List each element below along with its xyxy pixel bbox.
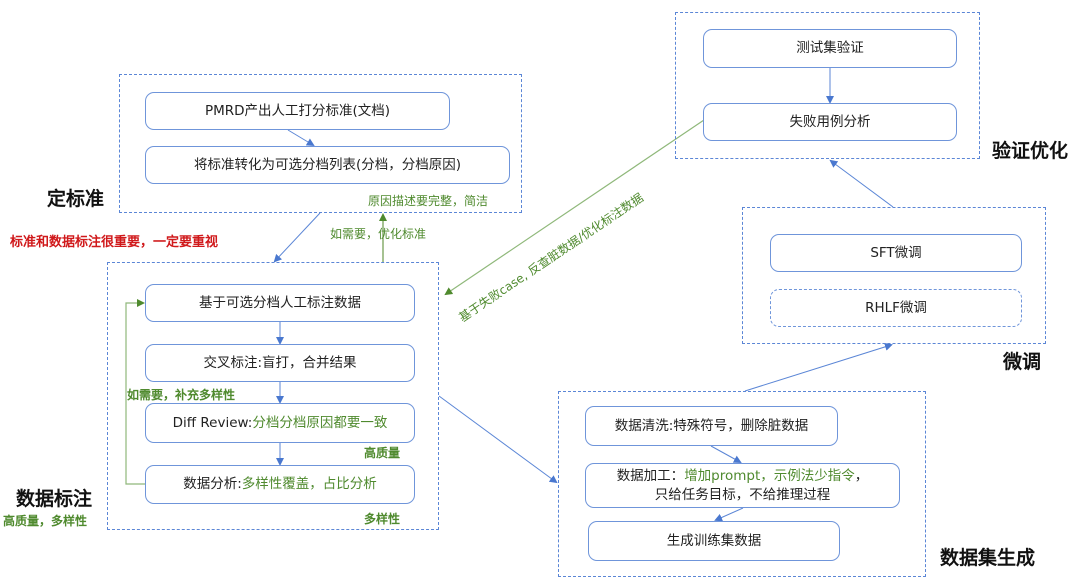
box-generate-train[interactable]: 生成训练集数据 [588, 521, 840, 561]
box-label: 交叉标注:盲打，合并结果 [203, 354, 357, 371]
box-label-prefix: 数据分析: [183, 476, 242, 493]
box-line-2: 只给任务目标，不给推理过程 [654, 486, 831, 503]
note-diversity: 多样性 [364, 512, 401, 526]
box-test-validation[interactable]: 测试集验证 [703, 29, 957, 68]
box-label-suffix: ， [854, 468, 869, 485]
box-pmrd-standard[interactable]: PMRD产出人工打分标准(文档) [145, 92, 450, 130]
stage-title-labeling: 数据标注 [16, 488, 93, 510]
box-diff-review[interactable]: Diff Review:分档分档原因都要一致 [145, 403, 415, 443]
importance-note: 标准和数据标注很重要，一定要重视 [10, 235, 219, 250]
box-label-highlight: 增加prompt，示例法少指令 [684, 468, 855, 485]
box-standard-to-list[interactable]: 将标准转化为可选分档列表(分档，分档原因) [145, 146, 510, 184]
box-data-analysis[interactable]: 数据分析: 多样性覆盖，占比分析 [145, 465, 415, 504]
box-label-prefix: 数据加工： [616, 468, 685, 485]
stage-title-finetune: 微调 [1003, 351, 1042, 373]
box-label: 将标准转化为可选分档列表(分档，分档原因) [193, 156, 462, 173]
box-line-1: 数据加工：增加prompt，示例法少指令， [617, 467, 869, 485]
arrow-dataset-to-finetune [744, 342, 893, 392]
box-label: 基于可选分档人工标注数据 [199, 294, 361, 311]
box-failure-analysis[interactable]: 失败用例分析 [703, 103, 957, 141]
arrow-standard-to-labeling [273, 212, 321, 263]
note-reason-complete: 原因描述要完整，简洁 [368, 194, 489, 208]
stage-standard-container [119, 74, 522, 213]
stage-finetune-container [742, 207, 1046, 344]
box-label-highlight: 分档分档原因都要一致 [252, 414, 388, 431]
box-label: SFT微调 [870, 244, 922, 261]
box-data-processing[interactable]: 数据加工：增加prompt，示例法少指令， 只给任务目标，不给推理过程 [585, 463, 900, 508]
stage-title-dataset: 数据集生成 [940, 547, 1036, 569]
note-quality: 高质量 [364, 446, 401, 460]
arrow-finetune-to-validation [829, 159, 894, 208]
box-label: 生成训练集数据 [666, 532, 762, 549]
note-loop-diversity: 如需要，补充多样性 [127, 388, 236, 402]
stage-subtitle-labeling: 高质量，多样性 [3, 514, 88, 528]
box-label-highlight: 多样性覆盖，占比分析 [241, 476, 377, 493]
stage-title-standard: 定标准 [47, 188, 105, 210]
box-data-cleaning[interactable]: 数据清洗:特殊符号，删除脏数据 [585, 406, 838, 446]
box-label: 测试集验证 [796, 40, 864, 57]
box-sft[interactable]: SFT微调 [770, 234, 1022, 272]
box-label-prefix: Diff Review: [172, 414, 253, 431]
box-label: 失败用例分析 [789, 113, 871, 130]
box-label: RHLF微调 [865, 299, 927, 316]
box-label-manual[interactable]: 基于可选分档人工标注数据 [145, 284, 415, 322]
arrow-labeling-to-dataset [438, 395, 558, 484]
stage-validation-container [675, 12, 980, 159]
stage-title-validation: 验证优化 [992, 140, 1069, 162]
stage-dataset-container [558, 391, 926, 577]
box-label: 数据清洗:特殊符号，删除脏数据 [614, 417, 809, 434]
box-rhlf[interactable]: RHLF微调 [770, 289, 1022, 327]
box-label-cross[interactable]: 交叉标注:盲打，合并结果 [145, 344, 415, 382]
stage-labeling-container [107, 262, 439, 530]
box-label: PMRD产出人工打分标准(文档) [204, 102, 391, 119]
note-optimize-standard: 如需要，优化标准 [330, 227, 427, 241]
